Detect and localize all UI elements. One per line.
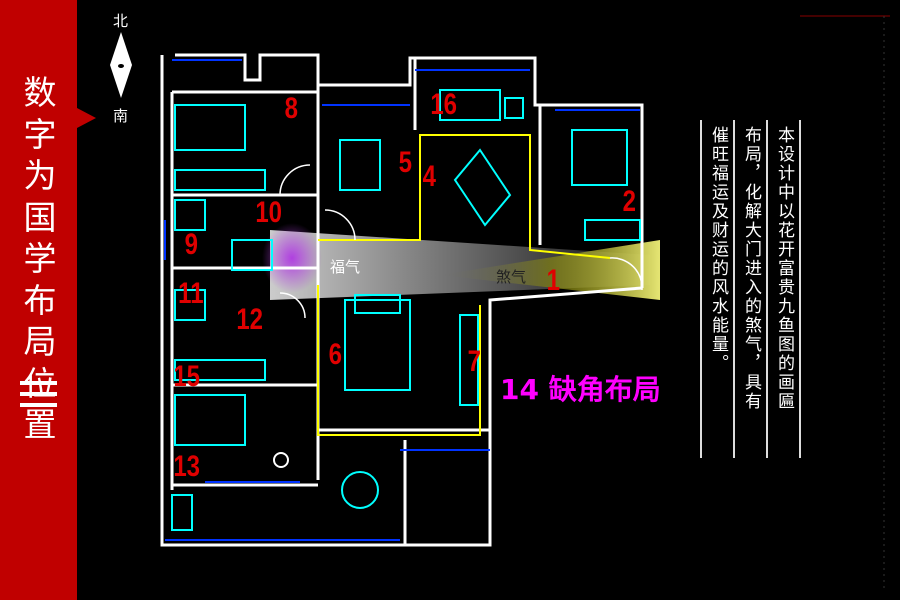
room-number: 4 <box>422 160 437 193</box>
room-number: 1 <box>546 264 561 297</box>
compass-north-label: 北 <box>113 12 129 30</box>
compass-icon <box>110 32 132 98</box>
description-column: 本设计中以花开富贵九鱼图的画匾 <box>766 120 801 458</box>
room-number: 11 <box>178 277 204 310</box>
sidebar-number-three <box>20 381 57 414</box>
furniture <box>171 89 641 531</box>
good-qi-label: 福气 <box>330 258 361 276</box>
room-number: 9 <box>184 228 199 261</box>
room-number: 6 <box>328 338 343 371</box>
missing-corner-label: 14 缺角布局 <box>500 373 661 406</box>
bad-qi-beam <box>440 240 660 300</box>
room-number: 13 <box>173 450 201 483</box>
room-number: 8 <box>284 92 299 125</box>
room-number: 7 <box>467 345 482 378</box>
sidebar: 数字为国学布局位置 <box>0 0 77 600</box>
room-number: 12 <box>236 303 264 336</box>
description: 本设计中以花开富贵九鱼图的画匾 布局，化解大门进入的煞气，具有 催旺福运及财运的… <box>700 120 801 458</box>
room-number: 15 <box>173 360 201 393</box>
description-column: 布局，化解大门进入的煞气，具有 <box>733 120 766 458</box>
windows <box>164 59 640 541</box>
room-number: 5 <box>398 146 413 179</box>
room-number: 2 <box>622 185 637 218</box>
room-number: 16 <box>430 88 458 121</box>
bad-qi-label: 煞气 <box>496 268 527 286</box>
compass-south-label: 南 <box>113 107 129 125</box>
sidebar-pointer <box>77 108 96 128</box>
description-column: 催旺福运及财运的风水能量。 <box>700 120 733 458</box>
room-number: 10 <box>255 196 283 229</box>
